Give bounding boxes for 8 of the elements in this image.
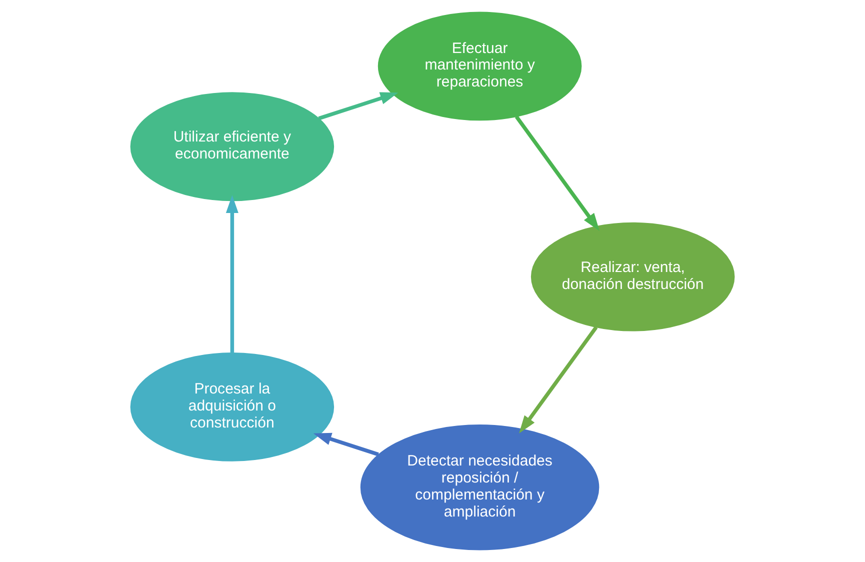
arrow <box>313 432 379 456</box>
node-ellipse: Detectar necesidades reposición / complementación y ampliación <box>360 424 600 550</box>
node-ellipse: Utilizar eficiente y economicamente <box>130 92 334 202</box>
node-ellipse: Realizar: venta, donación destrucción <box>530 222 735 332</box>
arrow <box>519 326 598 434</box>
arrow <box>318 92 398 120</box>
arrow <box>226 195 238 353</box>
arrow <box>514 116 600 231</box>
